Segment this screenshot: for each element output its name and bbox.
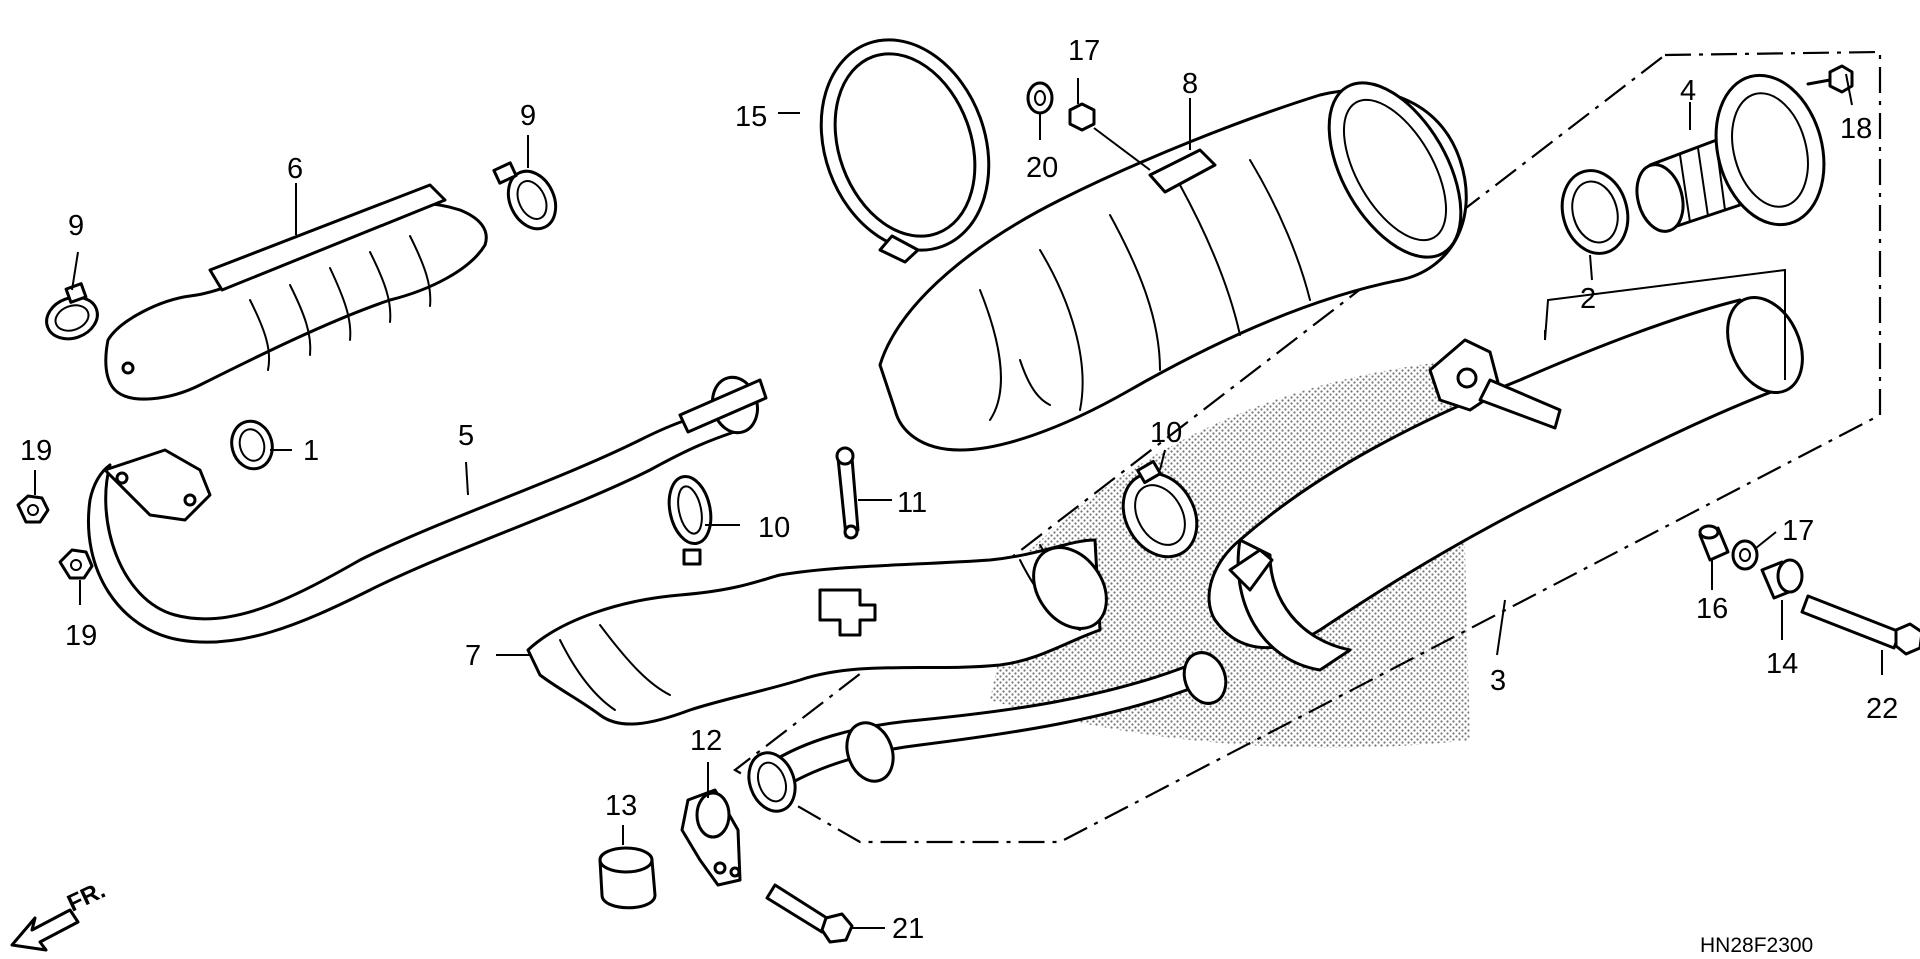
callout-21: 21: [892, 913, 924, 945]
callout-14: 14: [1766, 648, 1798, 680]
part-13-rubber: [598, 846, 657, 910]
part-10-clamp-lower: [667, 474, 713, 566]
leader-lines: [34, 73, 1883, 929]
callout-labels: 1 2 3 4 5 6 7 8 9 9 10 10 11 12 13 14 15…: [20, 35, 1898, 945]
part-17-nut-upper: [1068, 102, 1151, 171]
part-20-washer: [1026, 81, 1054, 115]
diagram-code: HN28F2300: [1700, 934, 1813, 957]
part-9-clamp-left: [45, 282, 99, 341]
callout-9-right: 9: [520, 100, 536, 132]
part-11-stay: [835, 446, 860, 540]
part-3-muffler: [1207, 295, 1804, 672]
part-15-band: [819, 38, 991, 264]
part-17-nut-lower: [1731, 539, 1759, 571]
part-4-spark-arrester: [1635, 73, 1826, 233]
callout-13: 13: [605, 790, 637, 822]
callout-6: 6: [287, 153, 303, 185]
callout-8: 8: [1182, 68, 1198, 100]
callout-11: 11: [897, 487, 927, 519]
callout-5: 5: [458, 420, 474, 452]
callout-18: 18: [1840, 113, 1872, 145]
callout-7: 7: [465, 640, 481, 672]
part-6-front-protector: [104, 183, 488, 401]
muffler-assembly-outline: [733, 50, 1882, 844]
callout-10-upper: 10: [1150, 417, 1182, 449]
part-21-bolt: [765, 883, 854, 944]
part-22-bolt: [1800, 594, 1920, 656]
part-1-gasket: [230, 419, 274, 471]
callout-15: 15: [735, 101, 767, 133]
part-9-clamp-right: [492, 161, 558, 231]
callout-17-lower: 17: [1782, 515, 1814, 547]
callout-20: 20: [1026, 152, 1058, 184]
callout-19-upper: 19: [20, 435, 52, 467]
part-18-bolt: [1806, 64, 1854, 94]
callout-19-lower: 19: [65, 620, 97, 652]
part-8-heat-protector: [878, 81, 1468, 452]
part-16-collar: [1698, 524, 1730, 562]
callout-4: 4: [1680, 75, 1696, 107]
part-19-nut-upper: [16, 494, 50, 524]
callout-1: 1: [303, 435, 319, 467]
callout-22: 22: [1866, 693, 1898, 725]
part-3-muffler-pipe: [747, 651, 1228, 813]
callout-2: 2: [1580, 283, 1596, 315]
callout-10-lower: 10: [758, 512, 790, 544]
front-direction-arrow-icon: FR.: [10, 877, 110, 952]
callout-3: 3: [1490, 665, 1506, 697]
callout-16: 16: [1696, 593, 1728, 625]
part-12-bracket: [680, 788, 742, 887]
part-14-collar: [1760, 558, 1804, 600]
part-10-clamp-upper: [1121, 459, 1199, 559]
part-5-exhaust-pipe: [87, 375, 768, 644]
callout-12: 12: [690, 725, 722, 757]
part-2-gasket: [1560, 169, 1630, 255]
part-7-rear-protector: [526, 538, 1108, 726]
callout-9-left: 9: [68, 210, 84, 242]
callout-17-upper: 17: [1068, 35, 1100, 67]
part-19-nut-lower: [58, 548, 94, 580]
